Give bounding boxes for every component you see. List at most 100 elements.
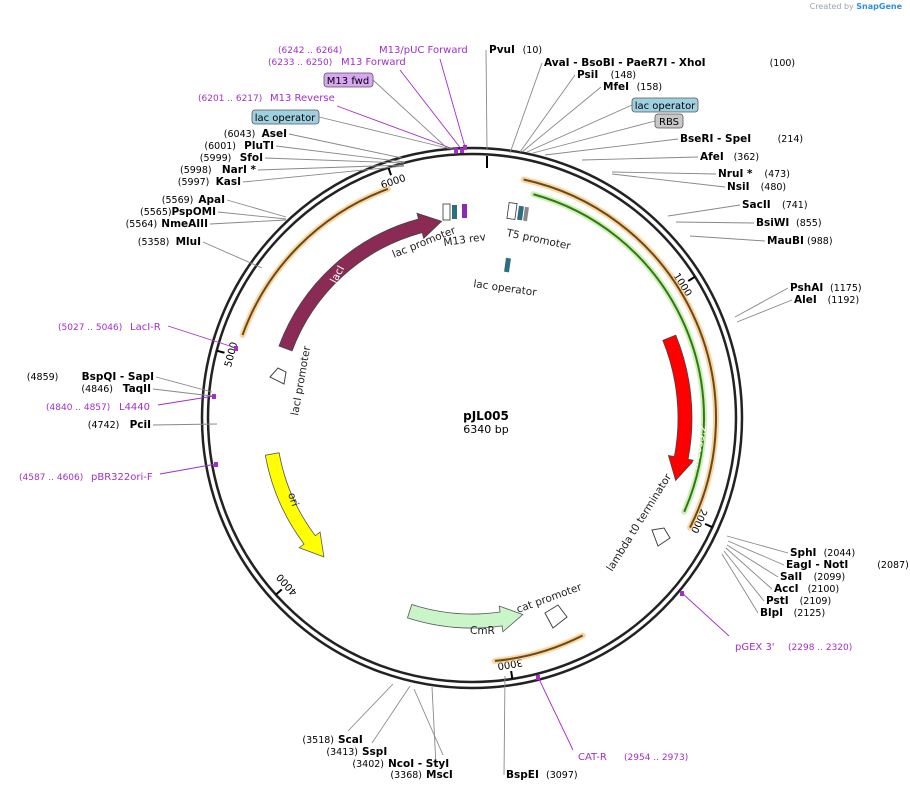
site-label: PstI xyxy=(766,595,789,607)
leader-line xyxy=(226,199,287,218)
site-label: (2109) xyxy=(800,596,832,607)
site-label: (6242 .. 6264) xyxy=(278,46,342,56)
leader-line xyxy=(723,550,765,602)
site-label: (1192) xyxy=(828,295,860,306)
site-label: (10) xyxy=(523,45,543,56)
leader-line xyxy=(275,145,406,163)
tick-mark xyxy=(387,167,392,176)
leader-line xyxy=(725,547,773,590)
site-label: TaqII xyxy=(123,383,151,395)
leader-line xyxy=(675,221,755,224)
site-label: (4742) xyxy=(88,420,120,431)
leader-line xyxy=(726,544,779,578)
leader-line xyxy=(288,133,403,159)
rbs-mark xyxy=(523,206,529,222)
site-label: (741) xyxy=(782,200,808,211)
rbs-box: RBS xyxy=(654,113,684,129)
site-label: M13 Forward xyxy=(341,57,406,68)
site-label: (6233 .. 6250) xyxy=(268,58,332,68)
site-label: EagI - NotI xyxy=(786,559,848,571)
leader-line xyxy=(509,62,543,154)
m13-rev-mark xyxy=(462,204,467,218)
site-label: MluI xyxy=(176,236,201,248)
site-label: BsiWI xyxy=(756,217,789,229)
laci-feature[interactable] xyxy=(278,212,443,352)
site-label: MauBI xyxy=(767,235,804,247)
site-label: (100) xyxy=(770,58,796,69)
leader-line xyxy=(347,683,394,732)
site-label: SalI xyxy=(780,571,802,583)
site-label: NruI * xyxy=(718,168,753,180)
leader-line xyxy=(152,388,213,397)
cmr-feature[interactable] xyxy=(406,604,524,633)
leader-line xyxy=(521,86,602,153)
lac-operator-mark-2 xyxy=(517,205,524,221)
site-label: AfeI xyxy=(700,151,724,163)
site-label: (2087) xyxy=(877,560,909,571)
meos-feature[interactable] xyxy=(662,334,695,482)
site-label: PciI xyxy=(130,419,151,431)
site-label: (5564) xyxy=(126,219,158,230)
feature-band-core xyxy=(494,634,584,662)
site-label: (6043) xyxy=(224,129,256,140)
leader-line xyxy=(537,676,574,751)
leader-line xyxy=(727,540,785,566)
leader-line xyxy=(242,165,405,183)
credit-prefix: Created by xyxy=(809,2,854,11)
feature-band-core xyxy=(523,178,717,529)
lac-operator-box-left: lac operator xyxy=(251,109,320,125)
site-label: BseRI - SpeI xyxy=(680,133,751,145)
plasmid-size: 6340 bp xyxy=(463,423,508,436)
site-label: (988) xyxy=(807,236,833,247)
lac-operator-mark-3 xyxy=(504,257,511,273)
feature-band-core xyxy=(241,187,389,336)
site-label: PvuI xyxy=(489,44,515,56)
site-label: (214) xyxy=(778,134,804,145)
leader-line xyxy=(371,685,411,744)
site-label: (2954 .. 2973) xyxy=(624,753,688,763)
site-label: (5998) xyxy=(180,165,212,176)
tick-mark xyxy=(216,349,225,354)
laci-promoter-arrow xyxy=(269,367,287,385)
site-label: MfeI xyxy=(603,81,629,93)
site-label: (148) xyxy=(611,70,637,81)
leader-line xyxy=(726,535,789,554)
leader-line xyxy=(399,69,463,151)
site-label: (2099) xyxy=(814,572,846,583)
leader-line xyxy=(736,299,793,323)
leader-lines xyxy=(152,49,793,776)
site-label: (158) xyxy=(637,82,663,93)
leader-line xyxy=(152,423,218,426)
site-label: MscI xyxy=(426,769,453,781)
feature-band xyxy=(520,176,719,531)
site-label: (362) xyxy=(734,152,760,163)
leader-line xyxy=(734,287,789,318)
leader-line xyxy=(372,79,448,149)
site-label: (2044) xyxy=(824,548,856,559)
primer-site-marker xyxy=(680,591,684,596)
leader-line xyxy=(611,173,726,188)
leader-line xyxy=(721,553,759,614)
site-label: NarI * xyxy=(222,164,257,176)
site-label: SfoI xyxy=(240,152,263,164)
site-label: SspI xyxy=(362,746,387,758)
site-label: (3518) xyxy=(302,735,334,746)
leader-line xyxy=(526,104,633,153)
tick-mark xyxy=(510,670,514,680)
site-label: AccI xyxy=(774,583,798,595)
t5-promoter-mark xyxy=(506,202,518,220)
ori-feature[interactable] xyxy=(264,452,325,558)
snapgene-logo: SnapGene xyxy=(856,2,902,11)
site-label: PluTI xyxy=(244,140,274,152)
site-label: (473) xyxy=(764,169,790,180)
leader-line xyxy=(689,235,766,242)
lac-operator-box-left-text: lac operator xyxy=(255,113,316,124)
primer-site-marker xyxy=(454,148,458,153)
site-label: (3413) xyxy=(326,747,358,758)
site-label: BspEI xyxy=(506,769,539,781)
leader-line xyxy=(202,241,263,269)
site-label: M13 Reverse xyxy=(270,93,335,104)
site-label: SacII xyxy=(742,199,771,211)
site-label: NcoI - StyI xyxy=(388,758,449,770)
